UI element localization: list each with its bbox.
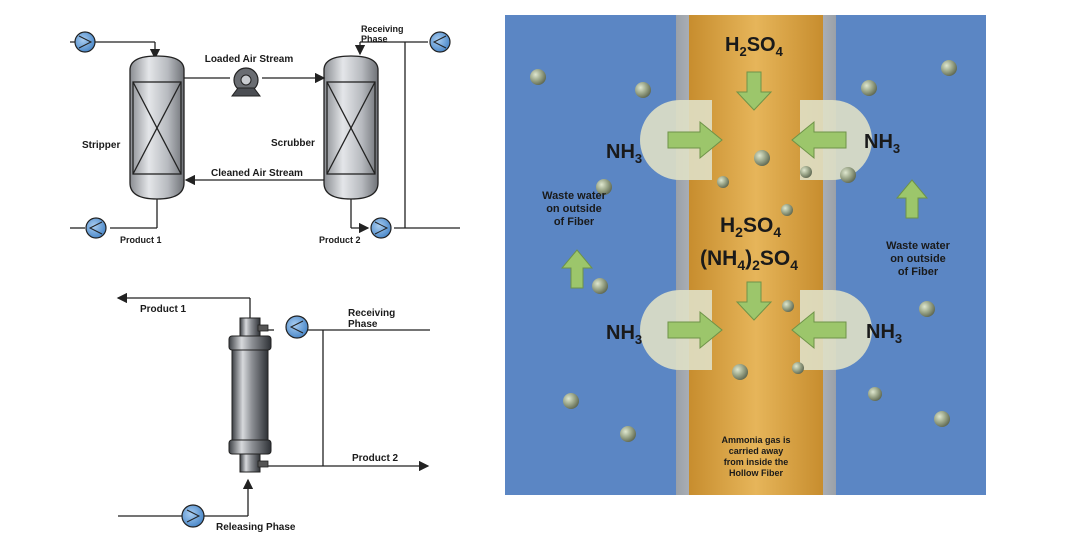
arrow-right-icon (667, 310, 723, 350)
molecule (754, 150, 770, 166)
svg-text:Ammonia gas is: Ammonia gas is (721, 435, 790, 445)
molecule (592, 278, 608, 294)
svg-text:on outside: on outside (890, 253, 946, 265)
molecule (620, 426, 636, 442)
waste-water-left-label: Waste water on outside of Fiber (542, 190, 607, 228)
ammonia-molecules (530, 60, 957, 442)
molecule (840, 167, 856, 183)
molecule (941, 60, 957, 76)
module-product1-label: Product 1 (140, 304, 187, 315)
arrow-left-icon (791, 120, 847, 160)
arrow-down-icon (735, 281, 773, 321)
receiving-phase-label-2: Phase (361, 34, 388, 44)
svg-text:carried away: carried away (729, 446, 784, 456)
module-receiving-label-1: Receiving (348, 308, 395, 319)
svg-text:Hollow Fiber: Hollow Fiber (729, 468, 783, 478)
nh3-lower-right: NH3 (866, 321, 902, 346)
module-receiving-label-2: Phase (348, 319, 378, 330)
pump-module-releasing (181, 504, 205, 528)
cleaned-air-label: Cleaned Air Stream (211, 168, 303, 179)
molecule (781, 204, 793, 216)
stripper-scrubber-flow (70, 41, 460, 234)
nh3-upper-left: NH3 (606, 141, 642, 166)
loaded-air-label: Loaded Air Stream (205, 54, 294, 65)
waste-water-right-label: Waste water on outside of Fiber (886, 240, 951, 278)
molecule (861, 80, 877, 96)
arrow-up-icon (560, 249, 594, 289)
arrow-down-icon (735, 71, 773, 111)
inner-product-formula: (NH4)2SO4 (700, 247, 798, 273)
releasing-phase-label: Releasing Phase (216, 522, 296, 533)
top-reagent-formula: H2SO4 (725, 34, 784, 59)
pump-product-1 (85, 217, 107, 239)
membrane-module (228, 317, 272, 473)
product1-label: Product 1 (120, 235, 162, 245)
molecule (530, 69, 546, 85)
molecule (732, 364, 748, 380)
nh3-upper-right: NH3 (864, 131, 900, 156)
molecule (919, 301, 935, 317)
svg-text:of Fiber: of Fiber (554, 216, 595, 228)
molecule (868, 387, 882, 401)
molecule (596, 179, 612, 195)
nh3-lower-left: NH3 (606, 322, 642, 347)
molecule (792, 362, 804, 374)
stripper-label: Stripper (82, 140, 120, 151)
molecule (717, 176, 729, 188)
pump-module-receiving (285, 315, 309, 339)
membrane-module-flow (116, 292, 430, 517)
svg-text:Waste water: Waste water (542, 190, 607, 202)
arrow-up-icon (895, 179, 929, 219)
blower-icon (231, 67, 261, 97)
arrow-right-icon (667, 120, 723, 160)
scrubber-label: Scrubber (271, 138, 315, 149)
molecule (934, 411, 950, 427)
receiving-phase-label-1: Receiving (361, 24, 404, 34)
molecule (635, 82, 651, 98)
pump-product-2 (370, 217, 392, 239)
arrow-left-icon (791, 310, 847, 350)
product2-label: Product 2 (319, 235, 361, 245)
inner-reagent-formula: H2SO4 (720, 214, 781, 240)
svg-text:Waste water: Waste water (886, 240, 951, 252)
pump-feed (74, 31, 96, 53)
molecule (800, 166, 812, 178)
ammonia-note: Ammonia gas is carried away from inside … (721, 435, 790, 478)
hollow-fiber-illustration: H2SO4 H2SO4 (NH4)2SO4 NH3 NH3 NH3 NH3 Wa… (505, 15, 986, 495)
svg-text:of Fiber: of Fiber (898, 266, 939, 278)
stripper-packing (132, 81, 182, 175)
pump-receiving (429, 31, 451, 53)
molecule (782, 300, 794, 312)
scrubber-packing (326, 81, 376, 175)
molecule (563, 393, 579, 409)
svg-text:on outside: on outside (546, 203, 602, 215)
module-product2-label: Product 2 (352, 453, 399, 464)
svg-text:from inside the: from inside the (724, 457, 789, 467)
